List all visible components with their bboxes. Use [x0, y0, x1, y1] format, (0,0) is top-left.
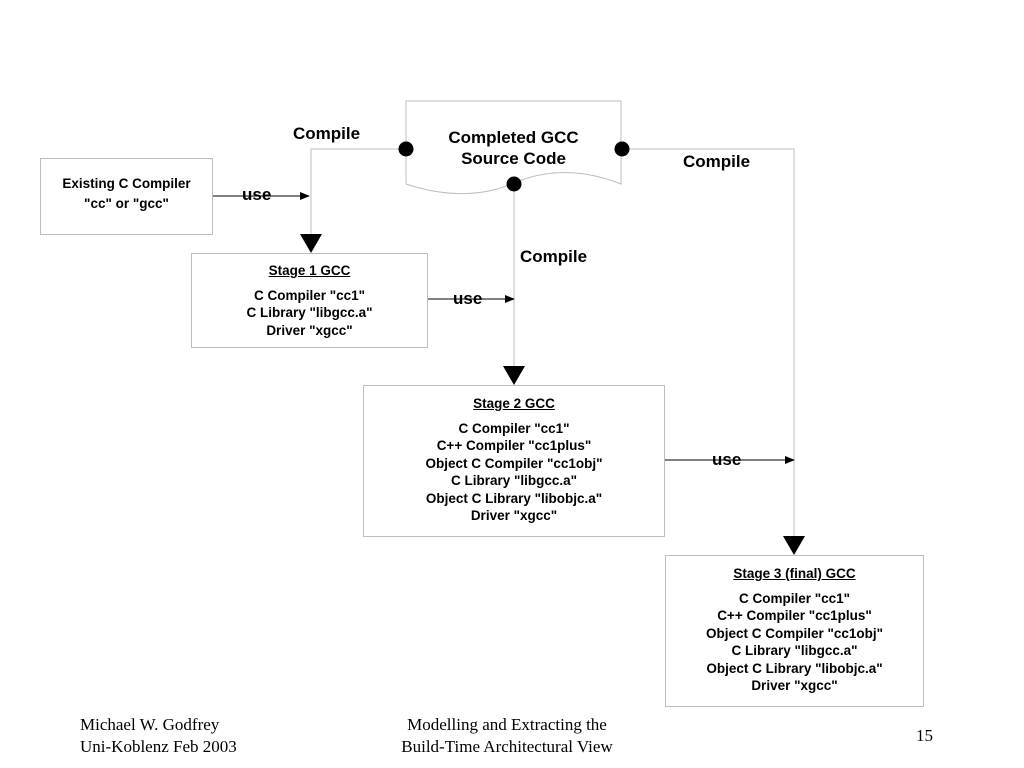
- stage3-line: Object C Compiler "cc1obj": [705, 625, 884, 641]
- stage1-line: C Library "libgcc.a": [246, 305, 373, 320]
- compile-label-left: Compile: [293, 124, 361, 143]
- stage1-box: Stage 1 GCC C Compiler "cc1" C Library "…: [191, 253, 428, 348]
- footer-title: Modelling and Extracting the Build-Time …: [357, 714, 657, 758]
- use-label-3: use: [712, 450, 742, 469]
- use-arrowhead-2: [505, 295, 515, 303]
- stage3-line: Object C Library "libobjc.a": [706, 660, 883, 676]
- existing-compiler-box: Existing C Compiler "cc" or "gcc": [40, 158, 213, 235]
- stage3-box: Stage 3 (final) GCC C Compiler "cc1" C++…: [665, 555, 924, 707]
- existing-compiler-line: "cc" or "gcc": [84, 195, 169, 211]
- connector-dot-center: [506, 176, 522, 192]
- stage3-line: C Library "libgcc.a": [731, 643, 858, 658]
- stage2-line: C Library "libgcc.a": [450, 473, 578, 488]
- source-code-title: Completed GCC Source Code: [406, 127, 621, 169]
- stage3-line: C Compiler "cc1": [738, 590, 851, 606]
- stage3-line: C++ Compiler "cc1plus": [717, 608, 872, 623]
- existing-compiler-title: Existing C Compiler: [62, 176, 191, 191]
- stage2-line: C Compiler "cc1": [458, 420, 570, 436]
- arrowhead-stage1: [300, 234, 322, 253]
- stage2-title: Stage 2 GCC: [473, 396, 555, 411]
- use-label-2: use: [453, 289, 483, 308]
- stage2-box: Stage 2 GCC C Compiler "cc1" C++ Compile…: [363, 385, 665, 537]
- stage1-line: C Compiler "cc1": [253, 287, 366, 303]
- compile-connector-stage1: [310, 148, 406, 236]
- footer-title-line: Build-Time Architectural View: [401, 737, 613, 756]
- page-number: 15: [916, 726, 933, 745]
- footer-title-line: Modelling and Extracting the: [407, 715, 607, 734]
- stage2-line: Object C Library "libobjc.a": [425, 490, 603, 506]
- use-label-1: use: [242, 185, 272, 204]
- footer-author-name: Michael W. Godfrey: [80, 715, 220, 734]
- stage1-line: Driver "xgcc": [266, 322, 353, 338]
- compile-label-right: Compile: [683, 152, 751, 171]
- connector-dot-left: [398, 141, 414, 157]
- source-subtitle-line: Source Code: [461, 149, 566, 168]
- connector-dot-right: [614, 141, 630, 157]
- arrowhead-stage3: [783, 536, 805, 555]
- source-title-line: Completed GCC: [448, 128, 579, 147]
- arrowhead-stage2: [503, 366, 525, 385]
- footer-author-venue: Uni-Koblenz Feb 2003: [80, 737, 237, 756]
- use-arrowhead-3: [785, 456, 795, 464]
- stage2-line: C++ Compiler "cc1plus": [436, 438, 592, 453]
- footer-author: Michael W. Godfrey Uni-Koblenz Feb 2003: [80, 714, 237, 758]
- stage3-line: Driver "xgcc": [751, 678, 838, 693]
- use-arrowhead-1: [300, 192, 310, 200]
- stage1-title: Stage 1 GCC: [268, 263, 351, 278]
- stage2-line: Driver "xgcc": [470, 508, 558, 523]
- compile-label-center: Compile: [520, 247, 588, 266]
- stage2-line: Object C Compiler "cc1obj": [425, 455, 603, 471]
- stage3-title: Stage 3 (final) GCC: [733, 566, 856, 581]
- compile-connector-stage3: [622, 148, 795, 538]
